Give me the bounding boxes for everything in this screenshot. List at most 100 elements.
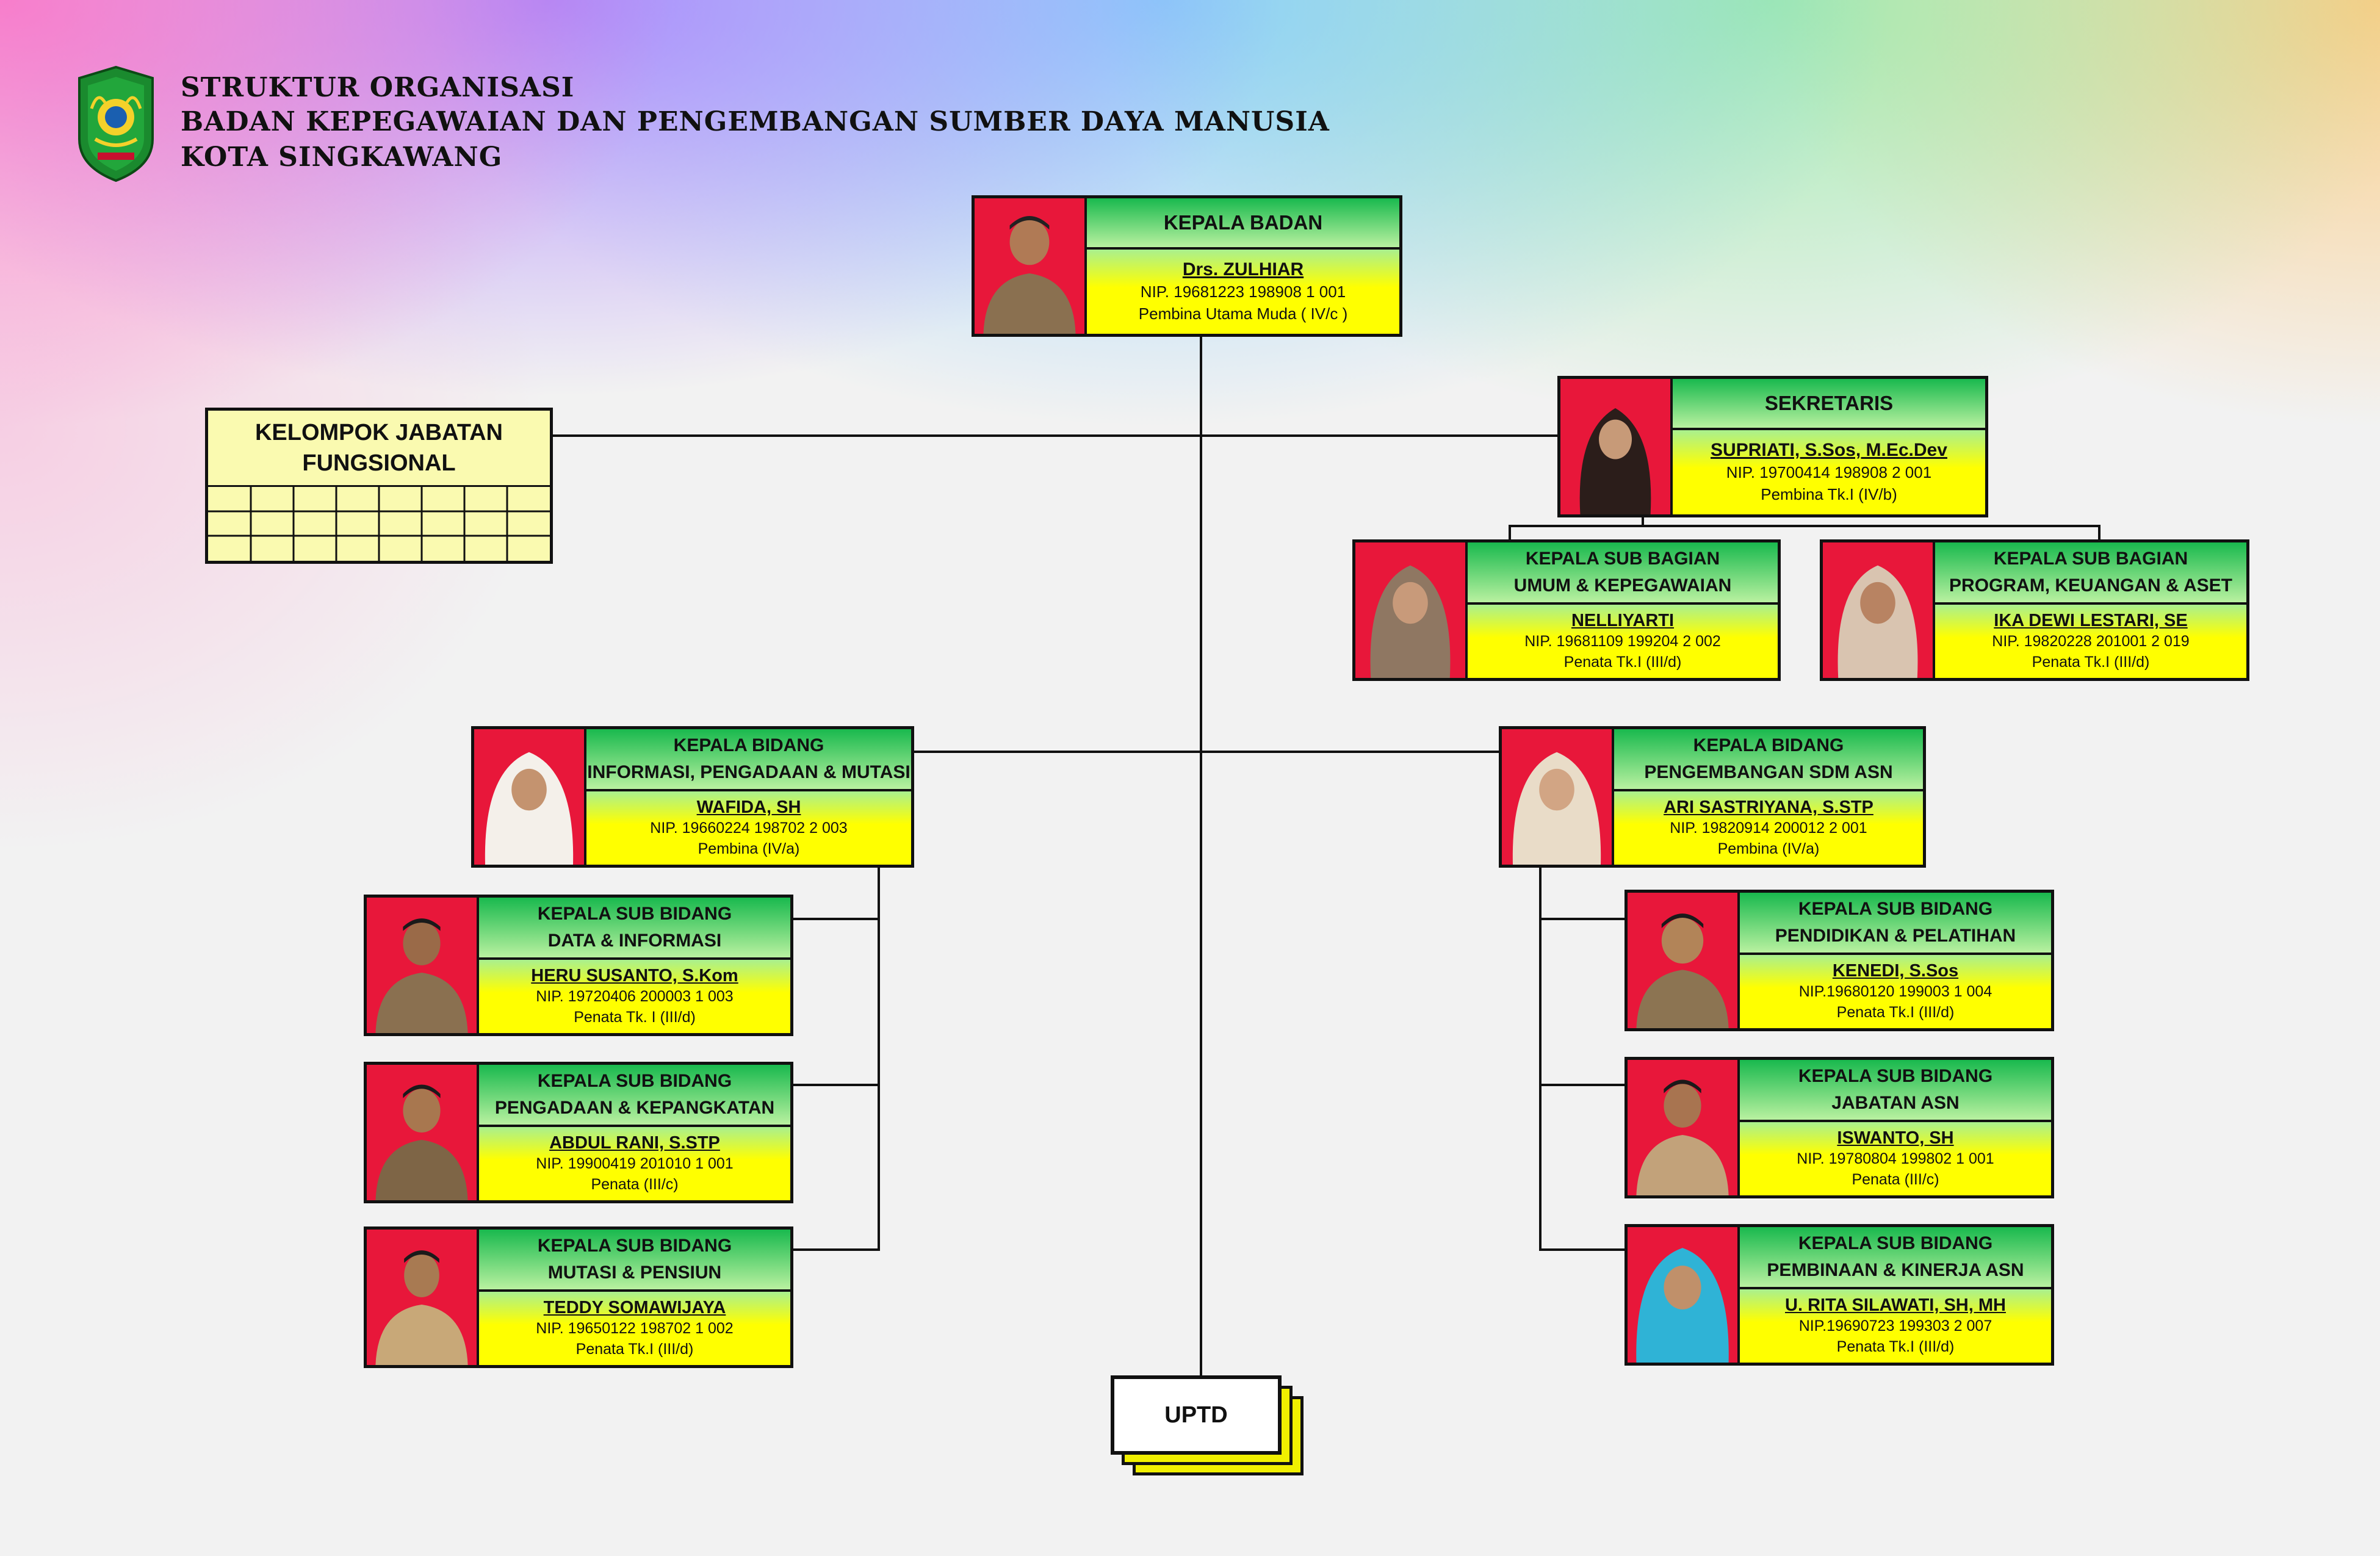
kabid-sdm-box[interactable]: KEPALA BIDANG PENGEMBANGAN SDM ASN ARI SA… — [1499, 726, 1926, 868]
connector-left-1 — [791, 918, 880, 920]
kjf-title-line2: FUNGSIONAL — [302, 450, 456, 476]
position-title-line2: PENDIDIKAN & PELATIHAN — [1775, 926, 2016, 946]
person-name: Drs. ZULHIAR — [1182, 259, 1304, 279]
position-title-line2: PROGRAM, KEUANGAN & ASET — [1949, 575, 2232, 596]
kota-singkawang-logo — [73, 65, 159, 182]
connector-subbag-horizontal — [1509, 525, 2101, 527]
kasubbag-program-box[interactable]: KEPALA SUB BAGIAN PROGRAM, KEUANGAN & ASE… — [1820, 539, 2249, 681]
person-nip: NIP. 19681223 198908 1 001 — [1140, 283, 1346, 301]
person-nip: NIP.19690723 199303 2 007 — [1798, 1317, 1992, 1334]
position-title-line1: KEPALA SUB BIDANG — [537, 904, 732, 924]
position-title-line2: DATA & INFORMASI — [547, 931, 722, 951]
connector-subbag-program — [2098, 525, 2101, 542]
position-title-line1: KEPALA SUB BIDANG — [537, 1236, 732, 1256]
kabid-informasi-box[interactable]: KEPALA BIDANG INFORMASI, PENGADAAN & MUTA… — [471, 726, 914, 868]
photo-kasubbid-pengadaan — [367, 1065, 479, 1200]
connector-bidang-horizontal — [912, 751, 1500, 753]
kasubbid-jabatan-box[interactable]: KEPALA SUB BIDANG JABATAN ASN ISWANTO, SH… — [1625, 1057, 2054, 1198]
person-nip: NIP. 19820914 200012 2 001 — [1670, 819, 1867, 837]
header-title-line1: STRUKTUR ORGANISASI — [181, 72, 575, 103]
position-title-line1: KEPALA BIDANG — [1693, 735, 1844, 755]
kasubbid-mutasi-box[interactable]: KEPALA SUB BIDANG MUTASI & PENSIUN TEDDY … — [364, 1226, 793, 1368]
person-rank: Pembina (IV/a) — [1717, 840, 1820, 857]
connector-right-trunk — [1539, 865, 1542, 1251]
person-name: ARI SASTRIYANA, S.STP — [1664, 798, 1873, 817]
person-rank: Penata Tk. I (III/d) — [574, 1009, 696, 1026]
person-rank: Penata Tk.I (III/d) — [575, 1341, 694, 1358]
photo-kasubbid-pembinaan — [1628, 1227, 1740, 1363]
photo-kabid-sdm — [1502, 729, 1614, 865]
person-name: WAFIDA, SH — [696, 798, 801, 817]
kjf-title-line1: KELOMPOK JABATAN — [254, 420, 503, 445]
person-nip: NIP.19680120 199003 1 004 — [1798, 983, 1992, 1000]
person-nip: NIP. 19820228 201001 2 019 — [1992, 633, 2190, 650]
connector-kjf-sekretaris — [553, 434, 1562, 437]
position-title-line2: MUTASI & PENSIUN — [547, 1262, 722, 1283]
person-rank: Penata (III/c) — [1852, 1171, 1939, 1188]
kasubbid-data-box[interactable]: KEPALA SUB BIDANG DATA & INFORMASI HERU S… — [364, 895, 793, 1036]
person-nip: NIP. 19700414 198908 2 001 — [1726, 463, 1932, 481]
header-title-line2: BADAN KEPEGAWAIAN DAN PENGEMBANGAN SUMBE… — [181, 106, 1330, 137]
person-rank: Penata Tk.I (III/d) — [1563, 654, 1682, 671]
person-rank: Penata Tk.I (III/d) — [1836, 1004, 1955, 1021]
connector-right-1 — [1539, 918, 1627, 920]
person-nip: NIP. 19720406 200003 1 003 — [536, 988, 734, 1005]
kepala-badan-box[interactable]: KEPALA BADAN Drs. ZULHIAR NIP. 19681223 … — [972, 195, 1402, 337]
photo-kasubbid-data — [367, 898, 479, 1033]
person-rank: Pembina Tk.I (IV/b) — [1761, 485, 1897, 503]
position-title-line2: INFORMASI, PENGADAAN & MUTASI — [587, 762, 911, 782]
position-title-line2: PEMBINAAN & KINERJA ASN — [1767, 1260, 2024, 1280]
connector-left-3 — [791, 1248, 880, 1251]
person-nip: NIP. 19780804 199802 1 001 — [1797, 1150, 1994, 1167]
connector-right-3 — [1539, 1248, 1627, 1251]
kjf-grid — [208, 485, 550, 563]
person-name: TEDDY SOMAWIJAYA — [543, 1298, 726, 1317]
person-name: ABDUL RANI, S.STP — [549, 1133, 720, 1153]
person-name: NELLIYARTI — [1571, 611, 1675, 630]
photo-kepala-badan — [975, 198, 1087, 334]
person-rank: Penata (III/c) — [591, 1176, 679, 1193]
photo-kasubbid-jabatan — [1628, 1060, 1740, 1195]
photo-kabid-informasi — [474, 729, 586, 865]
person-nip: NIP. 19900419 201010 1 001 — [536, 1155, 734, 1172]
person-rank: Pembina Utama Muda ( IV/c ) — [1138, 304, 1348, 323]
connector-right-2 — [1539, 1084, 1627, 1086]
person-nip: NIP. 19650122 198702 1 002 — [536, 1320, 734, 1337]
position-title-line2: UMUM & KEPEGAWAIAN — [1513, 575, 1732, 596]
person-name: IKA DEWI LESTARI, SE — [1994, 611, 2188, 630]
kelompok-jabatan-fungsional-box[interactable]: KELOMPOK JABATAN FUNGSIONAL — [205, 408, 553, 564]
photo-kasubbid-mutasi — [367, 1230, 479, 1365]
position-title-line1: KEPALA SUB BIDANG — [1798, 1233, 1993, 1253]
person-name: HERU SUSANTO, S.Kom — [531, 966, 738, 985]
person-name: KENEDI, S.Sos — [1832, 961, 1959, 981]
position-title-line1: KEPALA SUB BIDANG — [1798, 1066, 1993, 1086]
person-nip: NIP. 19660224 198702 2 003 — [650, 819, 848, 837]
person-rank: Pembina (IV/a) — [698, 840, 800, 857]
uptd-box[interactable]: UPTD — [1111, 1375, 1282, 1455]
person-name: ISWANTO, SH — [1837, 1128, 1954, 1148]
connector-subbag-umum — [1509, 525, 1511, 542]
connector-sekretaris-down — [1642, 514, 1644, 526]
position-title-line2: JABATAN ASN — [1831, 1093, 1960, 1113]
position-title: SEKRETARIS — [1673, 379, 1985, 430]
person-name: SUPRIATI, S.Sos, M.Ec.Dev — [1711, 440, 1947, 460]
connector-left-trunk — [878, 865, 880, 1251]
position-title-line1: KEPALA SUB BIDANG — [1798, 899, 1993, 919]
photo-kasubbag-program — [1823, 542, 1935, 678]
kasubbag-umum-box[interactable]: KEPALA SUB BAGIAN UMUM & KEPEGAWAIAN NELL… — [1352, 539, 1781, 681]
position-title-line2: PENGADAAN & KEPANGKATAN — [494, 1098, 775, 1118]
header-title-line3: KOTA SINGKAWANG — [181, 142, 503, 173]
position-title-line1: KEPALA BIDANG — [673, 735, 824, 755]
uptd-label: UPTD — [1164, 1402, 1228, 1428]
position-title-line2: PENGEMBANGAN SDM ASN — [1644, 762, 1893, 782]
position-title-line1: KEPALA SUB BAGIAN — [1993, 549, 2188, 569]
position-title-line1: KEPALA SUB BAGIAN — [1525, 549, 1720, 569]
kasubbid-pembinaan-box[interactable]: KEPALA SUB BIDANG PEMBINAAN & KINERJA ASN… — [1625, 1224, 2054, 1366]
person-rank: Penata Tk.I (III/d) — [2032, 654, 2150, 671]
connector-left-2 — [791, 1084, 880, 1086]
sekretaris-box[interactable]: SEKRETARIS SUPRIATI, S.Sos, M.Ec.Dev NIP… — [1557, 376, 1988, 517]
photo-kasubbid-diklat — [1628, 893, 1740, 1028]
person-name: U. RITA SILAWATI, SH, MH — [1785, 1295, 2006, 1315]
